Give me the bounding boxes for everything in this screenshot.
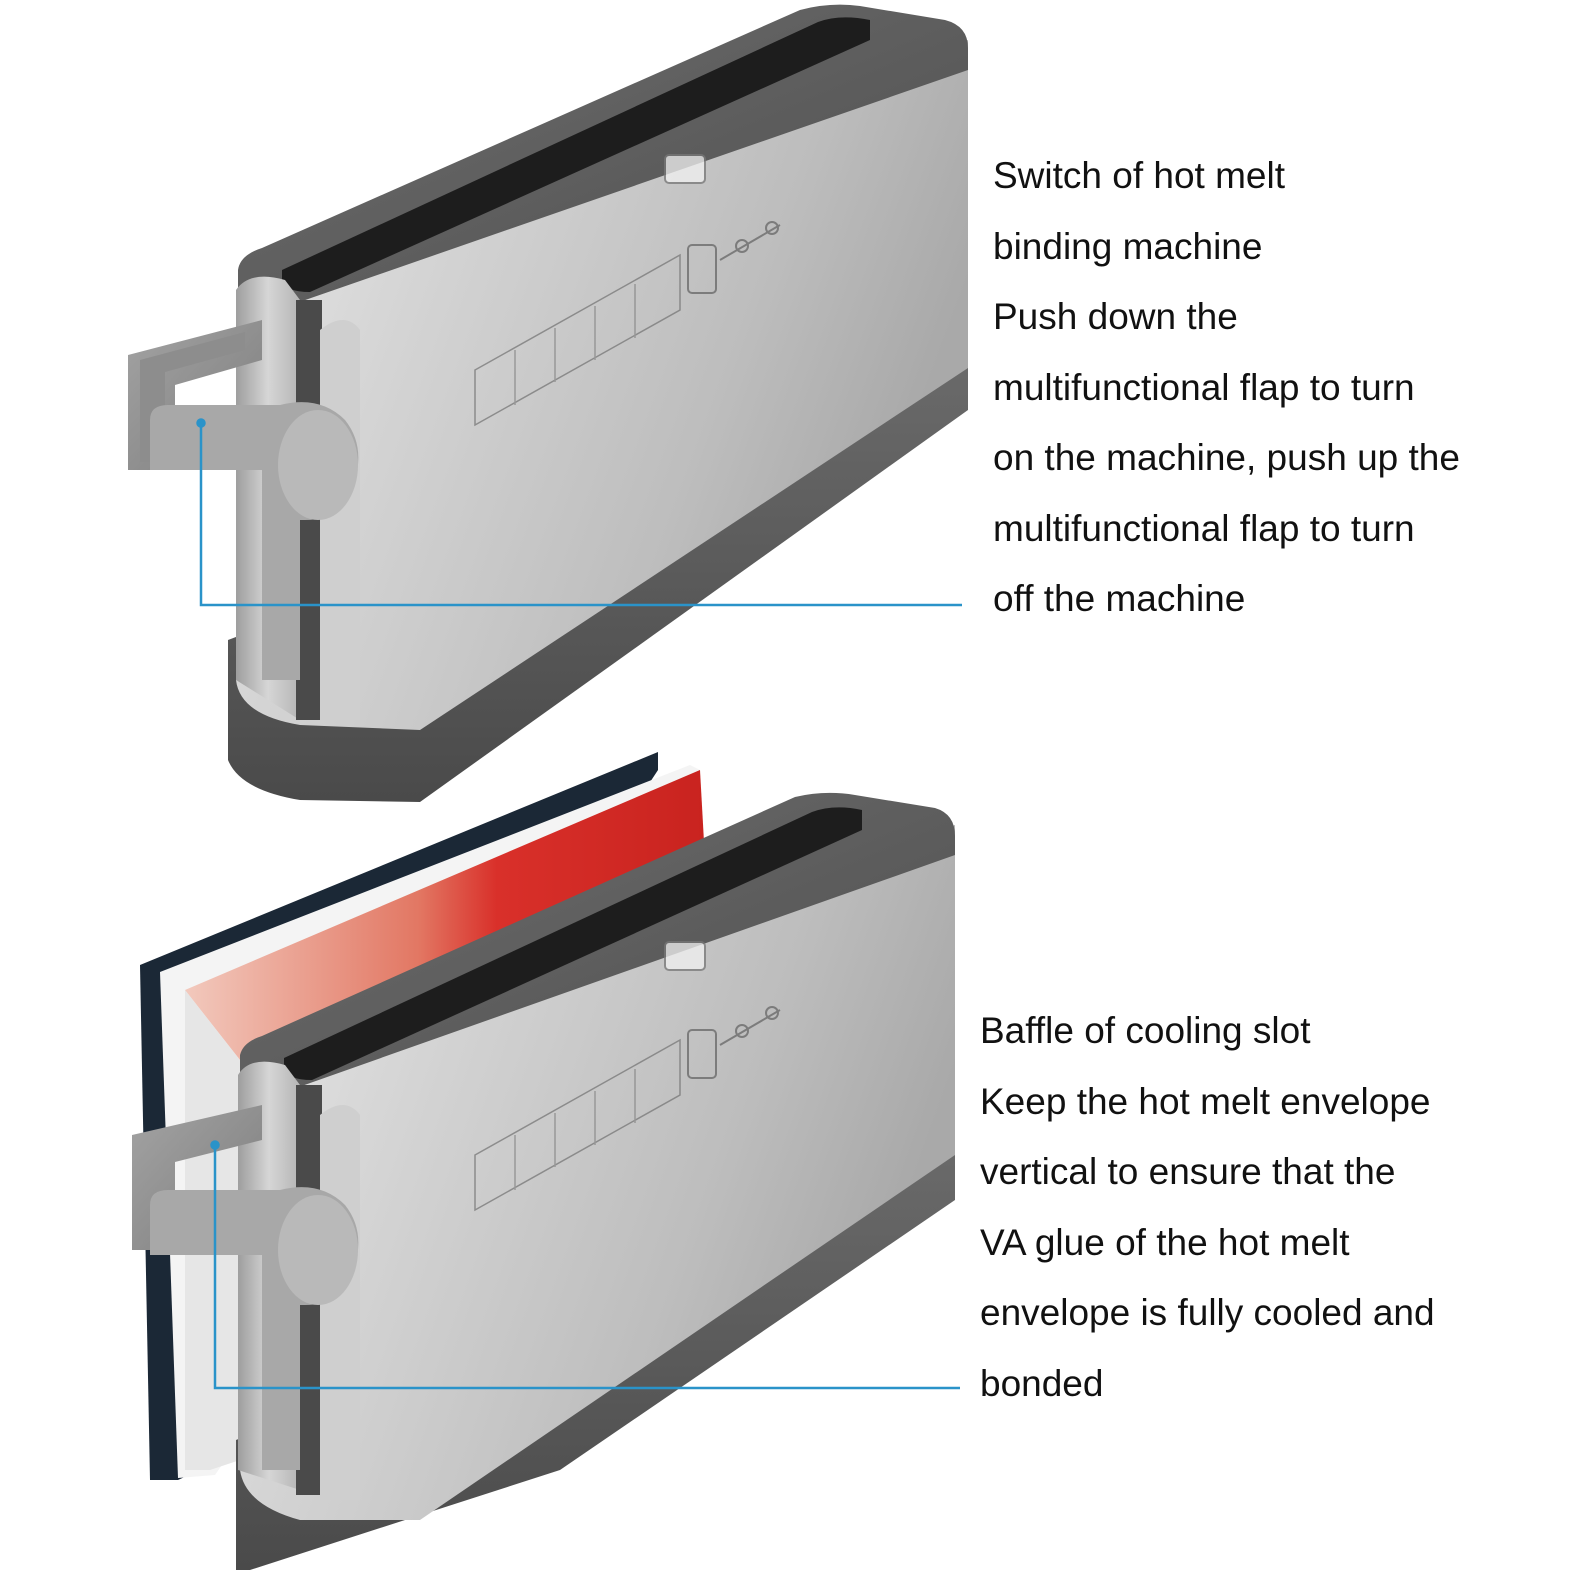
caption-line: vertical to ensure that the [980,1151,1396,1192]
callout-switch-caption: Switch of hot melt binding machine Push … [993,141,1460,635]
machine-top-control-panel [474,154,781,427]
machine-top-slot [282,17,870,293]
machine-top [128,4,968,802]
machine-bottom-control-panel [474,941,781,1212]
caption-line: Switch of hot melt [993,155,1286,196]
machine-top-body [236,40,968,730]
caption-line: multifunctional flap to turn [993,507,1415,549]
machine-bottom-body [240,825,955,1520]
machine-bottom [132,752,955,1570]
caption-line: off the machine [993,578,1246,619]
caption-line: multifunctional flap to turn [993,366,1415,408]
caption-line: envelope is fully cooled and [980,1292,1435,1333]
caption-line: Baffle of cooling slot [980,1010,1311,1051]
caption-line: Push down the [993,296,1238,337]
caption-line: on the machine, push up the [993,437,1460,478]
multifunctional-flap-top [128,320,359,680]
book-cover-front [185,770,705,1060]
caption-line: bonded [980,1362,1104,1404]
callout-baffle-caption: Baffle of cooling slot Keep the hot melt… [980,996,1435,1419]
machine-top-side-panel [320,320,360,720]
caption-line: VA glue of the hot melt [980,1221,1350,1263]
machine-bottom-slot [284,807,862,1080]
leader-line-top [196,418,962,607]
cooling-slot-baffle [132,1105,359,1470]
caption-line: Keep the hot melt envelope [980,1080,1431,1122]
caption-line: binding machine [993,225,1263,267]
leader-line-bottom [210,1140,960,1390]
